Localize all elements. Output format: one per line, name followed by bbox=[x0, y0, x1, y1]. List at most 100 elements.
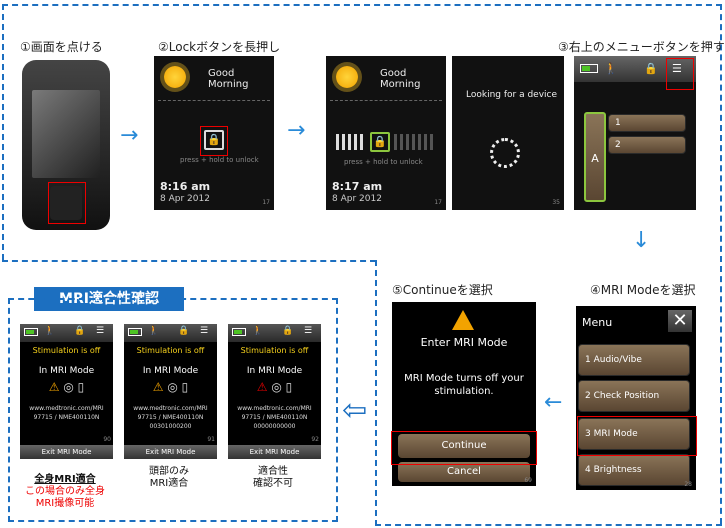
page-number: 92 bbox=[311, 436, 319, 443]
caption-2-line2: MRI適合 bbox=[124, 478, 214, 490]
page-number: 90 bbox=[103, 436, 111, 443]
manual-icon: ▯ bbox=[286, 380, 293, 394]
greeting: Good Morning bbox=[380, 68, 446, 90]
mode-status: In MRI Mode bbox=[20, 366, 113, 376]
mri-status-screen-2: 🚶 🔒 ☰ Stimulation is off In MRI Mode ⚠ ◎ ▯ www… bbox=[124, 324, 217, 459]
person-icon: 🚶 bbox=[604, 62, 618, 75]
menu-screen: Menu ✕ 1 Audio/Vibe 2 Check Position 3 M… bbox=[576, 306, 696, 490]
unlock-slider-bars bbox=[336, 134, 366, 150]
battery-icon bbox=[232, 328, 246, 336]
mri-icons: ⚠ ◎ ▯ bbox=[20, 380, 113, 394]
person-icon: 🚶 bbox=[148, 326, 159, 336]
program-1[interactable]: 1 bbox=[608, 114, 686, 132]
status-bar: 🚶 🔒 ☰ bbox=[20, 324, 113, 342]
clock-time: 8:17 am bbox=[332, 180, 382, 193]
person-icon: 🚶 bbox=[252, 326, 263, 336]
menu-item-position[interactable]: 2 Check Position bbox=[578, 380, 690, 412]
menu-title: Menu bbox=[582, 316, 612, 329]
model-number: 97715 / NME400110N bbox=[20, 413, 113, 422]
head-icon: ◎ bbox=[271, 380, 281, 394]
exit-mri-button[interactable]: Exit MRI Mode bbox=[20, 445, 113, 459]
step1-label: ①画面を点ける bbox=[20, 38, 103, 55]
unlock-slider-bars bbox=[394, 134, 436, 150]
lock-icon[interactable]: 🔒 bbox=[178, 326, 189, 336]
menu-item-brightness[interactable]: 4 Brightness bbox=[578, 454, 690, 486]
caption-2-line1: 頭部のみ bbox=[124, 466, 214, 478]
head-icon: ◎ bbox=[63, 380, 73, 394]
step4-label: ④MRI Modeを選択 bbox=[590, 281, 696, 298]
highlight-continue bbox=[391, 431, 537, 465]
serial-number: 00301000200 bbox=[124, 422, 217, 431]
caption-3-line2: 確認不可 bbox=[228, 478, 318, 490]
arrow-right-icon: → bbox=[287, 120, 305, 142]
mri-status-screen-1: 🚶 🔒 ☰ Stimulation is off In MRI Mode ⚠ ◎ ▯ www… bbox=[20, 324, 113, 459]
warning-icon bbox=[452, 310, 474, 330]
lock-icon[interactable]: 🔒 bbox=[282, 326, 293, 336]
spinner-icon bbox=[490, 138, 520, 168]
divider bbox=[158, 100, 270, 101]
manual-icon: ▯ bbox=[182, 380, 189, 394]
frame-left bbox=[2, 4, 4, 260]
arrow-down-icon: ↓ bbox=[632, 230, 650, 252]
lock-icon[interactable]: 🔒 bbox=[644, 62, 658, 75]
mode-status: In MRI Mode bbox=[124, 366, 217, 376]
status-bar: 🚶 🔒 ☰ bbox=[228, 324, 321, 342]
highlight-menu-button bbox=[666, 58, 694, 90]
frame-mid-down bbox=[375, 260, 377, 526]
stim-status: Stimulation is off bbox=[20, 346, 113, 355]
mri-url: www.medtronic.com/MRI bbox=[20, 404, 113, 413]
page-number: 17 bbox=[434, 199, 442, 206]
lock-button[interactable]: 🔒 bbox=[370, 132, 390, 152]
page-number: 35 bbox=[552, 199, 560, 206]
cancel-button[interactable]: Cancel bbox=[398, 462, 530, 482]
dialog-title: Enter MRI Mode bbox=[392, 336, 536, 349]
model-number: 97715 / NME400110N bbox=[228, 413, 321, 422]
lock-icon[interactable]: 🔒 bbox=[74, 326, 85, 336]
greeting: Good Morning bbox=[208, 68, 274, 90]
warning-icon: ⚠ bbox=[257, 380, 268, 394]
head-icon: ◎ bbox=[167, 380, 177, 394]
clock-time: 8:16 am bbox=[160, 180, 210, 193]
page-number: 69 bbox=[524, 477, 532, 484]
frame-top bbox=[2, 4, 722, 6]
step3-label: ③右上のメニューボタンを押す bbox=[558, 38, 725, 55]
program-2[interactable]: 2 bbox=[608, 136, 686, 154]
page-number: 91 bbox=[207, 436, 215, 443]
menu-item-audio[interactable]: 1 Audio/Vibe bbox=[578, 344, 690, 376]
lock-screen-2: Good Morning 🔒 press + hold to unlock 8:… bbox=[326, 56, 446, 210]
status-bar: 🚶 🔒 ☰ bbox=[124, 324, 217, 342]
battery-icon bbox=[580, 64, 598, 73]
menu-icon[interactable]: ☰ bbox=[304, 326, 312, 336]
device-screen bbox=[32, 90, 100, 178]
info-text: www.medtronic.com/MRI97715 / NME400110N0… bbox=[228, 404, 321, 431]
clock-date: 8 Apr 2012 bbox=[332, 194, 382, 204]
stim-status: Stimulation is off bbox=[124, 346, 217, 355]
sun-icon bbox=[336, 66, 358, 88]
frame-mid bbox=[2, 260, 376, 262]
exit-mri-button[interactable]: Exit MRI Mode bbox=[124, 445, 217, 459]
battery-icon bbox=[128, 328, 142, 336]
person-icon: 🚶 bbox=[44, 326, 55, 336]
dialog-message: MRI Mode turns off your stimulation. bbox=[400, 372, 528, 398]
menu-icon[interactable]: ☰ bbox=[96, 326, 104, 336]
model-number: 97715 / NME400110N bbox=[124, 413, 217, 422]
mri-url: www.medtronic.com/MRI bbox=[124, 404, 217, 413]
arrow-left-big-icon: ⇦ bbox=[342, 396, 367, 426]
hold-hint: press + hold to unlock bbox=[344, 158, 423, 166]
page-number: 17 bbox=[262, 199, 270, 206]
channel-a-button[interactable]: A bbox=[584, 112, 606, 202]
highlight-mri-mode bbox=[577, 416, 697, 456]
mri-icons: ⚠ ◎ ▯ bbox=[124, 380, 217, 394]
manual-icon: ▯ bbox=[78, 380, 85, 394]
arrow-left-icon: ← bbox=[544, 392, 562, 414]
highlight-lock bbox=[200, 126, 228, 156]
close-icon[interactable]: ✕ bbox=[668, 310, 692, 332]
caption-1-line1: 全身MRI適合 bbox=[20, 474, 110, 486]
exit-mri-button[interactable]: Exit MRI Mode bbox=[228, 445, 321, 459]
mode-status: In MRI Mode bbox=[228, 366, 321, 376]
menu-icon[interactable]: ☰ bbox=[200, 326, 208, 336]
caption-1-line2: この場合のみ全身 bbox=[20, 486, 110, 498]
caption-3-line1: 適合性 bbox=[228, 466, 318, 478]
